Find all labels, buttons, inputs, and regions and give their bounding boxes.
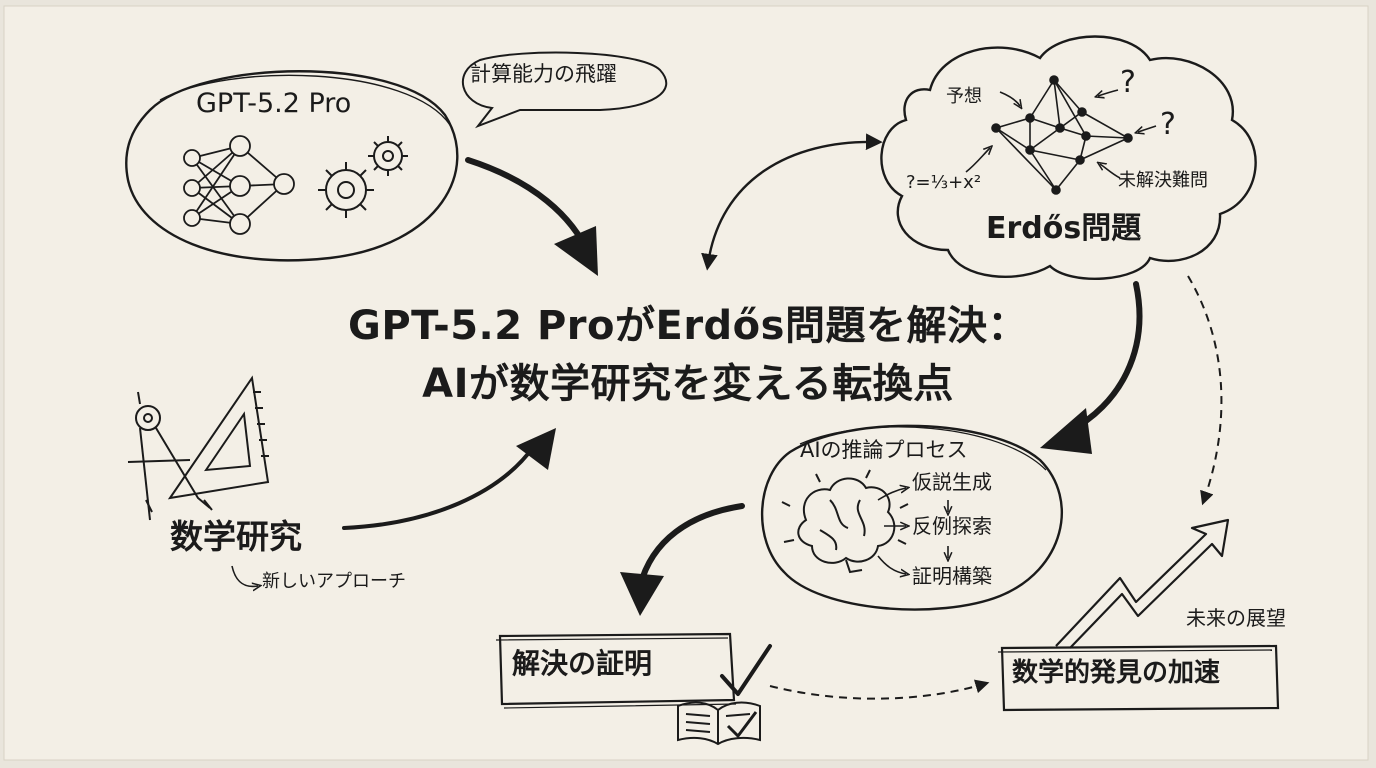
brain-icon [781,469,909,574]
ai-reasoning-ellipse [760,424,1063,611]
main-title-line2: AIが数学研究を変える転換点 [422,361,954,407]
main-title-line1: GPT-5.2 ProがErdős問題を解決： [348,303,1028,349]
question-mark-2: ? [1160,107,1176,142]
proof-box [495,632,737,709]
cloud-note-arrows [965,89,1157,179]
ai-reasoning-title: AIの推論プロセス [800,438,968,462]
acceleration-label: 数学的発見の加速 [1012,658,1221,688]
proof-label: 解決の証明 [512,647,653,680]
step-arrows [877,488,948,574]
growth-arrow-icon [1055,518,1230,649]
speech-bubble [461,51,668,129]
speech-bubble-text: 計算能力の飛躍 [470,62,617,86]
acceleration-box [997,644,1280,712]
erdos-problem-title: Erdős問題 [986,211,1142,246]
future-outlook-label: 未来の展望 [1186,606,1286,630]
gears-icon [318,136,408,218]
arrow-ai-proof-head [620,572,664,616]
new-approach-label: 新しいアプローチ [262,571,406,592]
erdos-cloud [880,35,1257,280]
formula-text: ?=⅓+x² [906,172,982,193]
question-mark-1: ? [1120,65,1136,100]
arrow-gpt-head [554,226,598,276]
gpt-model-label: GPT-5.2 Pro [196,88,352,119]
check-icon [720,644,772,696]
compass-icon [127,391,213,521]
arrow-cloud-to-future [1187,275,1223,506]
triangle-ruler-icon [167,375,270,500]
arrow-research-to-title [342,444,536,530]
math-research-label: 数学研究 [170,517,302,556]
open-book-icon [677,701,761,746]
arrow-proof-to-accel [769,679,990,700]
arrow-title-cloud [701,133,883,271]
step-hypothesis: 仮説生成 [912,470,992,494]
step-counterexample: 反例探索 [912,514,992,538]
step-proof-construction: 証明構築 [912,564,992,588]
new-approach-arrow [231,565,258,586]
conjecture-label: 予想 [946,86,982,107]
arrow-research-head [516,428,556,470]
unsolved-label: 未解決難問 [1118,170,1208,191]
arrow-ai-to-proof [637,503,745,589]
gpt-bubble [125,70,459,262]
graph-network-icon [991,75,1133,195]
arrow-cloud-ai-head [1040,408,1092,454]
neural-network-icon [183,135,295,235]
